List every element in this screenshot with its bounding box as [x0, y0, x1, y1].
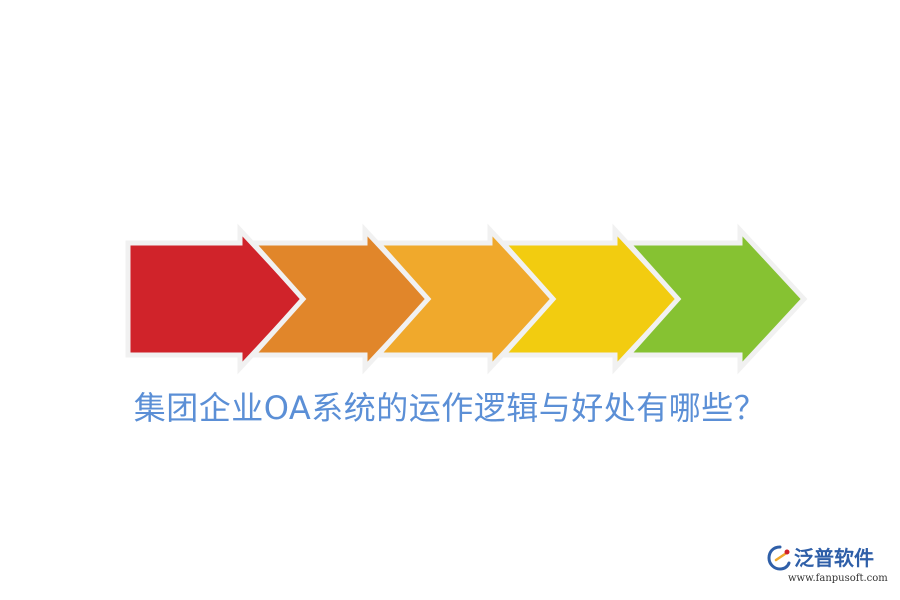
process-arrow-3 [372, 223, 558, 375]
brand-url: www.fanpusoft.com [788, 573, 888, 584]
brand-watermark: 泛普软件 www.fanpusoft.com [766, 544, 890, 590]
process-arrow-4 [497, 223, 683, 375]
page-title: 集团企业OA系统的运作逻辑与好处有哪些？ [133, 389, 767, 427]
process-arrow-5 [622, 223, 808, 375]
fanpu-logo-icon [767, 545, 791, 571]
process-arrow-2 [247, 223, 433, 375]
brand-name: 泛普软件 [794, 546, 874, 570]
